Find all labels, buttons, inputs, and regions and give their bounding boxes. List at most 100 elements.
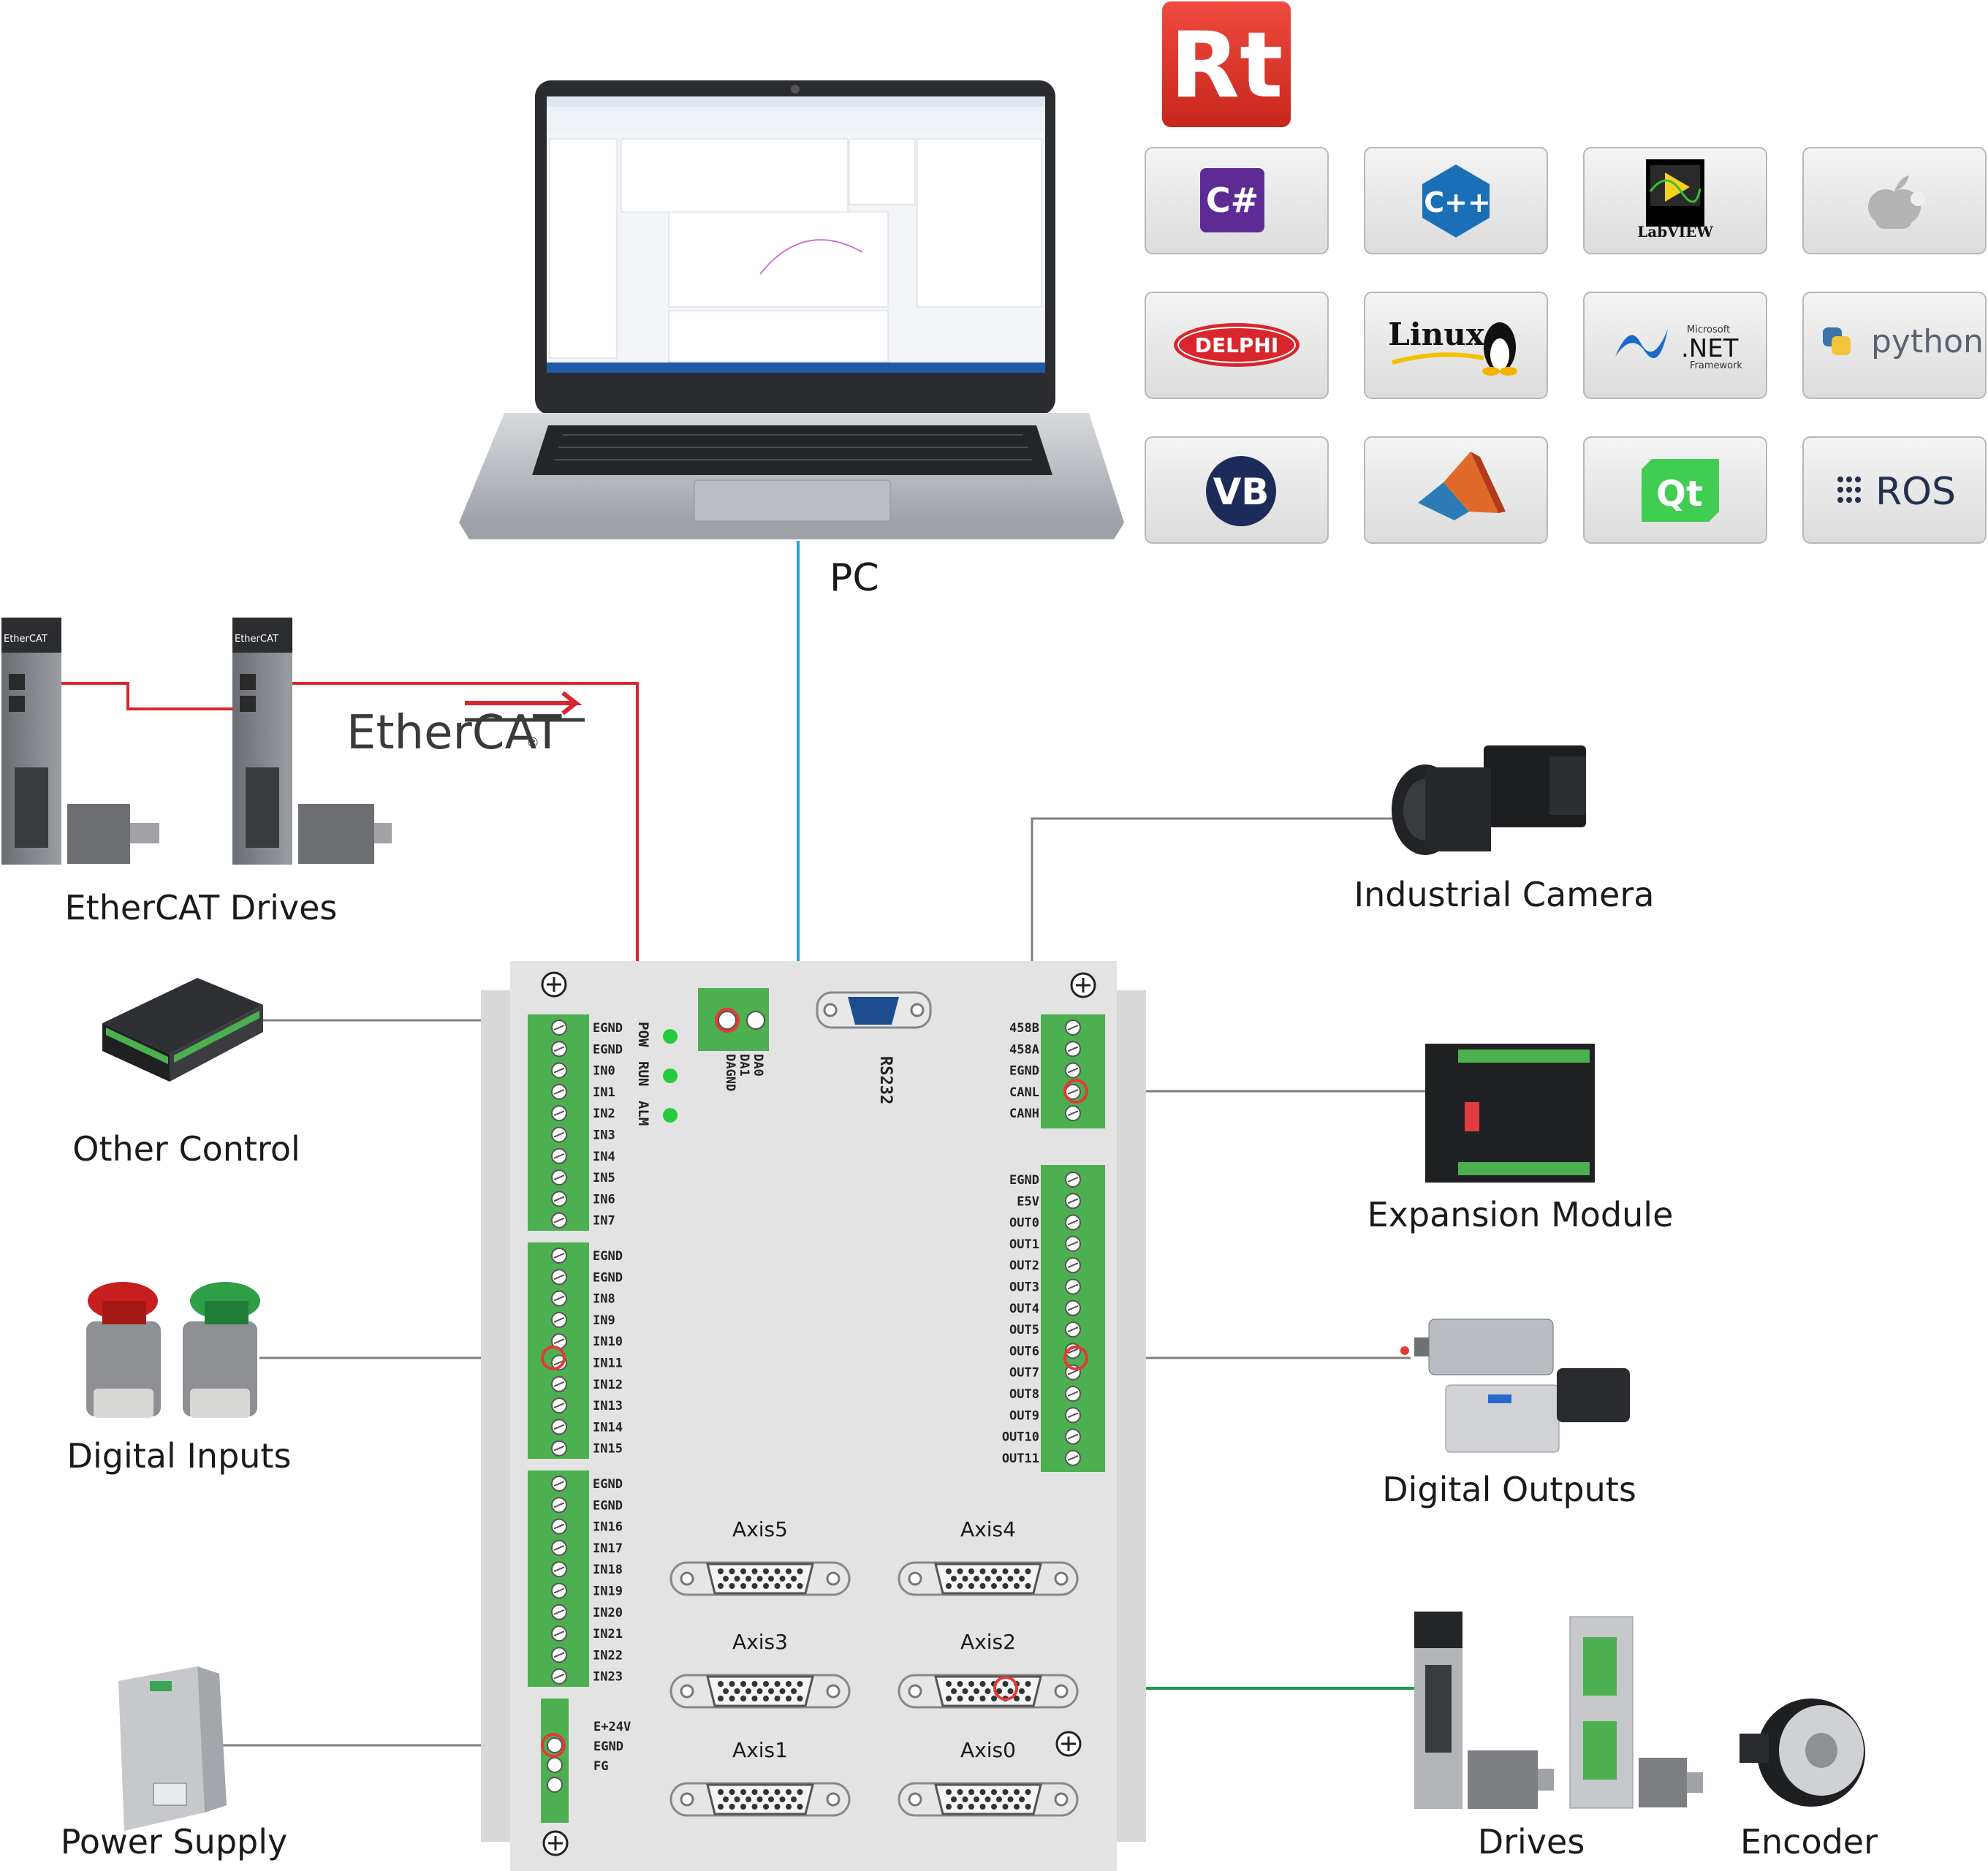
screw-icon <box>541 971 567 998</box>
terminal-screw[interactable] <box>746 1011 765 1030</box>
terminal-screw[interactable] <box>551 1062 567 1079</box>
drives-label: Drives <box>1478 1822 1585 1861</box>
terminal-screw[interactable] <box>551 1212 567 1229</box>
terminal-screw[interactable] <box>1065 1449 1081 1466</box>
matlab-icon <box>1418 452 1506 520</box>
terminal-screw[interactable] <box>547 1737 563 1753</box>
terminal-screw[interactable] <box>1065 1041 1081 1058</box>
qt-icon: Qt <box>1656 474 1703 515</box>
terminal-screw[interactable] <box>1065 1386 1081 1402</box>
digital-outputs-device <box>1400 1318 1630 1453</box>
axis-connector[interactable] <box>898 1674 1079 1709</box>
terminal-screw[interactable] <box>551 1269 567 1286</box>
svg-text:®: ® <box>526 735 539 751</box>
pin-label: IN2 <box>593 1107 615 1121</box>
rt-logo: Rt <box>1162 1 1291 127</box>
terminal-screw[interactable] <box>551 1147 567 1164</box>
output-terminal-block <box>1041 1165 1105 1472</box>
terminal-screw[interactable] <box>1065 1428 1081 1445</box>
terminal-screw[interactable] <box>551 1647 567 1663</box>
axis-label: Axis0 <box>960 1738 1016 1762</box>
terminal-screw[interactable] <box>718 1011 737 1030</box>
terminal-screw[interactable] <box>1065 1235 1081 1252</box>
terminal-screw[interactable] <box>551 1625 567 1642</box>
encoder-device <box>1740 1699 1865 1807</box>
terminal-screw[interactable] <box>551 1668 567 1685</box>
terminal-screw[interactable] <box>551 1582 567 1599</box>
terminal-screw[interactable] <box>551 1083 567 1100</box>
axis-connector[interactable] <box>898 1782 1079 1817</box>
pin-label: DA0 <box>751 1054 765 1077</box>
terminal-screw[interactable] <box>1065 1321 1081 1338</box>
power-supply-label: Power Supply <box>61 1822 287 1861</box>
pin-label: EGND <box>593 1021 623 1036</box>
pin-label: OUT3 <box>1009 1280 1039 1295</box>
terminal-screw[interactable] <box>551 1191 567 1207</box>
terminal-screw[interactable] <box>1065 1278 1081 1295</box>
rs232-connector[interactable] <box>816 991 932 1029</box>
python-icon: python <box>1871 323 1984 360</box>
terminal-screw[interactable] <box>1065 1062 1081 1079</box>
terminal-screw[interactable] <box>551 1105 567 1122</box>
pin-label: IN17 <box>593 1541 623 1556</box>
pin-label: DA1 <box>737 1054 751 1077</box>
terminal-screw[interactable] <box>551 1041 567 1058</box>
terminal-screw[interactable] <box>1065 1172 1081 1188</box>
industrial-camera-label: Industrial Camera <box>1354 875 1655 914</box>
pin-label: EGND <box>593 1249 623 1264</box>
led-label: POW <box>635 1022 651 1047</box>
delphi-tile: DELPHI <box>1145 292 1329 399</box>
csharp-icon: C# <box>1206 181 1259 220</box>
terminal-screw[interactable] <box>551 1440 567 1457</box>
terminal-screw[interactable] <box>547 1757 563 1773</box>
pin-label: IN6 <box>593 1192 615 1207</box>
terminal-screw[interactable] <box>551 1397 567 1414</box>
terminal-screw[interactable] <box>1065 1214 1081 1231</box>
terminal-screw[interactable] <box>1065 1105 1081 1122</box>
pin-label: IN10 <box>593 1335 623 1349</box>
terminal-screw[interactable] <box>551 1248 567 1264</box>
pin-label: IN19 <box>593 1585 623 1599</box>
terminal-screw[interactable] <box>551 1020 567 1036</box>
industrial-camera-device <box>1392 745 1586 855</box>
connection-point <box>1063 1346 1088 1370</box>
axis-connector[interactable] <box>669 1561 851 1596</box>
terminal-screw[interactable] <box>1065 1257 1081 1274</box>
pin-label: EGND <box>593 1042 623 1057</box>
ros-icon: ROS <box>1875 470 1956 514</box>
terminal-screw[interactable] <box>1065 1193 1081 1210</box>
terminal-screw[interactable] <box>1065 1020 1081 1036</box>
terminal-screw[interactable] <box>551 1311 567 1328</box>
terminal-screw[interactable] <box>551 1290 567 1307</box>
terminal-screw[interactable] <box>1065 1299 1081 1316</box>
terminal-screw[interactable] <box>551 1476 567 1492</box>
camera-line <box>1031 817 1392 961</box>
svg-text:EtherCAT: EtherCAT <box>346 706 562 760</box>
terminal-screw[interactable] <box>551 1126 567 1143</box>
terminal-screw[interactable] <box>551 1419 567 1435</box>
terminal-screw[interactable] <box>547 1777 563 1793</box>
terminal-screw[interactable] <box>551 1169 567 1186</box>
linux-icon: Linux <box>1388 316 1485 352</box>
axis-connector[interactable] <box>669 1674 851 1709</box>
other-control-device <box>102 978 263 1082</box>
axis-connector[interactable] <box>898 1561 1079 1596</box>
pin-label: IN16 <box>593 1520 623 1535</box>
terminal-screw[interactable] <box>551 1375 567 1392</box>
terminal-screw[interactable] <box>551 1539 567 1556</box>
ethercat-logo: EtherCAT ® <box>346 691 585 760</box>
pin-label: IN21 <box>593 1627 623 1642</box>
pin-label: IN13 <box>593 1399 623 1413</box>
terminal-screw[interactable] <box>1065 1407 1081 1424</box>
ethercat-drive-1: EtherCAT <box>1 618 159 865</box>
terminal-screw[interactable] <box>551 1497 567 1514</box>
axis-label: Axis1 <box>732 1738 788 1762</box>
terminal-screw[interactable] <box>551 1518 567 1535</box>
axis-label: Axis4 <box>960 1517 1016 1541</box>
terminal-screw[interactable] <box>551 1604 567 1620</box>
pin-label: OUT2 <box>1009 1259 1039 1273</box>
terminal-screw[interactable] <box>551 1561 567 1578</box>
axis-connector[interactable] <box>669 1782 851 1817</box>
encoder-label: Encoder <box>1740 1822 1878 1861</box>
pin-label: IN22 <box>593 1648 623 1663</box>
